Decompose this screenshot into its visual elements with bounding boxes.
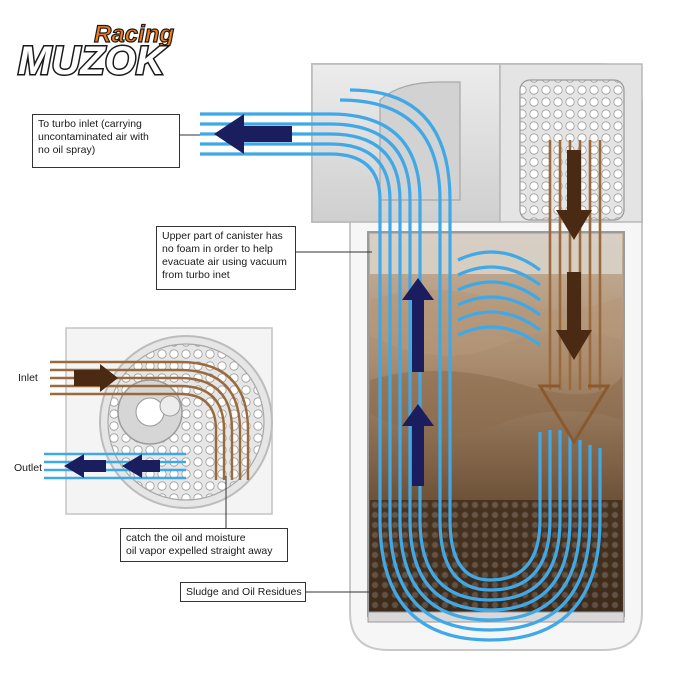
outlet-arrow-icon	[122, 454, 160, 478]
arrow-down-outline-icon	[537, 384, 611, 445]
callout-sludge: Sludge and Oil Residues	[180, 582, 306, 602]
arrow-up-icon	[402, 278, 434, 372]
arrow-up-icon	[402, 404, 434, 486]
clean-air-flow	[200, 88, 602, 642]
logo-racing-text: Racing	[94, 21, 174, 48]
arrow-down-icon	[556, 150, 592, 240]
arrow-to-turbo-icon	[214, 114, 292, 154]
brand-logo: Racing MUZOK	[14, 14, 202, 84]
arrow-down-icon	[556, 272, 592, 360]
callout-catch-oil: catch the oil and moisture oil vapor exp…	[120, 528, 288, 562]
canister	[311, 63, 643, 651]
top-view-inset	[44, 327, 273, 515]
callout-turbo-inlet: To turbo inlet (carrying uncontaminated …	[32, 114, 180, 168]
inlet-arrow-icon	[74, 364, 118, 392]
outlet-label: Outlet	[14, 462, 43, 474]
outlet-arrow-icon	[64, 454, 106, 478]
inlet-label: Inlet	[18, 372, 38, 384]
logo-muzok-text: MUZOK	[18, 39, 168, 80]
callout-upper-part: Upper part of canister has no foam in or…	[156, 226, 296, 290]
